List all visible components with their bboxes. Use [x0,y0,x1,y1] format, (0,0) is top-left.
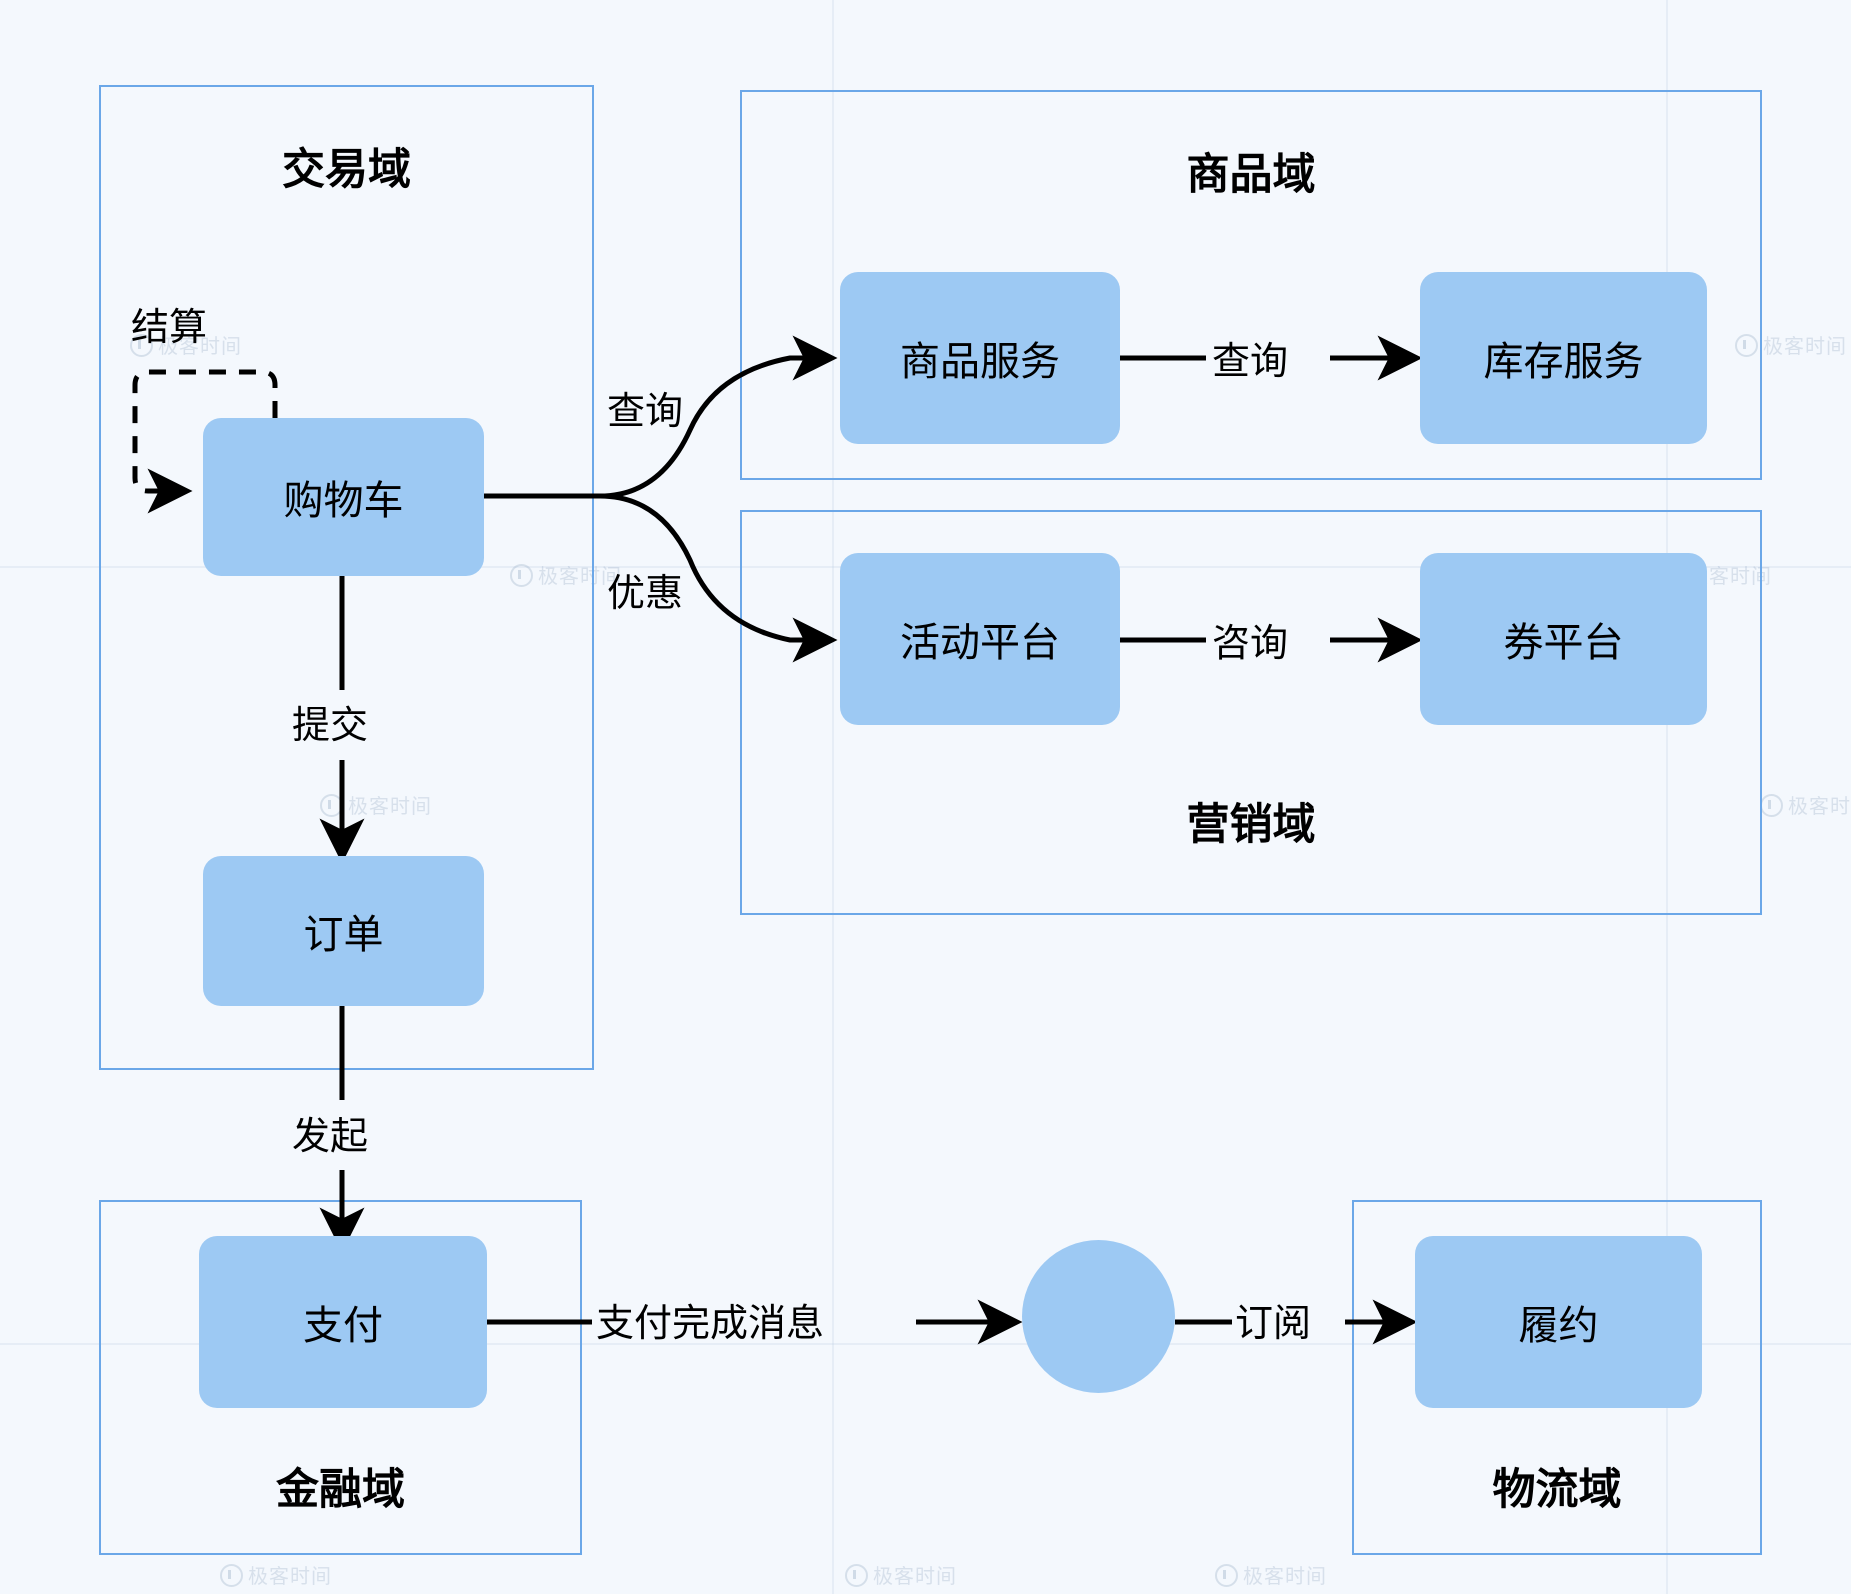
edge-label-initiate: 发起 [292,1116,369,1158]
watermark: 极客时间 [220,1560,332,1589]
edge-label-submit: 提交 [292,705,369,747]
edge-label-cart-discount: 优惠 [607,573,684,615]
node-payment[interactable]: 支付 [199,1236,487,1408]
domain-title-product: 商品域 [1186,151,1316,199]
node-coupon-platform[interactable]: 券平台 [1420,553,1707,725]
edge-label-settlement: 结算 [131,307,208,349]
domain-title-trade: 交易域 [282,146,411,194]
watermark: 极客时间 [1760,790,1851,819]
node-stock-service[interactable]: 库存服务 [1420,272,1707,444]
watermark: 极客时间 [1215,1560,1327,1589]
watermark: 极客时间 [845,1560,957,1589]
node-cart[interactable]: 购物车 [203,418,484,576]
domain-title-marketing: 营销域 [1186,801,1316,849]
edge-label-cart-query: 查询 [607,391,684,433]
edge-label-goods-query: 查询 [1212,341,1289,383]
node-goods-service[interactable]: 商品服务 [840,272,1120,444]
node-campaign-platform[interactable]: 活动平台 [840,553,1120,725]
domain-box-product[interactable] [740,90,1762,480]
domain-box-marketing[interactable] [740,510,1762,915]
edge-label-subscribe: 订阅 [1235,1303,1312,1345]
edge-label-payment-complete-message: 支付完成消息 [596,1303,825,1345]
domain-title-logistics: 物流域 [1492,1466,1622,1514]
node-message-queue[interactable] [1022,1240,1175,1393]
domain-box-logistics[interactable] [1352,1200,1762,1555]
node-fulfilment[interactable]: 履约 [1415,1236,1702,1408]
node-order[interactable]: 订单 [203,856,484,1006]
domain-title-finance: 金融域 [276,1466,405,1514]
edge-label-campaign-consult: 咨询 [1212,623,1289,665]
